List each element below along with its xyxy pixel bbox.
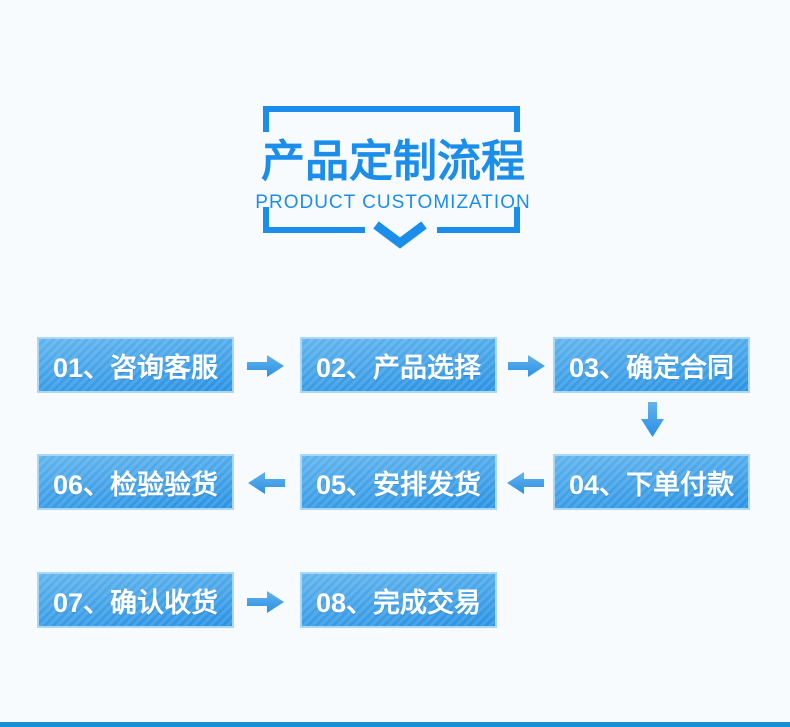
step-box-03: 03、确定合同 [553, 337, 750, 393]
step-box-05: 05、安排发货 [300, 454, 497, 510]
title-bracket-frame [263, 106, 520, 233]
frame-top-line [263, 106, 520, 112]
arrow-right-icon [508, 355, 545, 377]
step-box-02: 02、产品选择 [300, 337, 497, 393]
step-box-08: 08、完成交易 [300, 572, 497, 628]
arrow-right-icon [247, 591, 284, 613]
step-box-06: 06、检验验货 [37, 454, 234, 510]
chevron-down-icon [373, 221, 427, 249]
step-box-07: 07、确认收货 [37, 572, 234, 628]
frame-corner-bottom-right [514, 207, 520, 233]
frame-corner-top-left [263, 106, 269, 132]
page-subtitle: PRODUCT CUSTOMIZATION [255, 192, 531, 213]
bottom-accent-bar [0, 722, 790, 727]
arrow-right-icon [247, 355, 284, 377]
step-box-01: 01、咨询客服 [37, 337, 234, 393]
frame-corner-bottom-left [263, 207, 269, 233]
step-box-04: 04、下单付款 [553, 454, 750, 510]
arrow-left-icon [507, 472, 544, 494]
arrow-left-icon [248, 472, 285, 494]
frame-bottom-left-line [263, 227, 365, 233]
arrow-down-icon [641, 402, 664, 437]
frame-bottom-right-line [437, 227, 520, 233]
frame-corner-top-right [514, 106, 520, 132]
page-title: 产品定制流程 [261, 137, 525, 186]
